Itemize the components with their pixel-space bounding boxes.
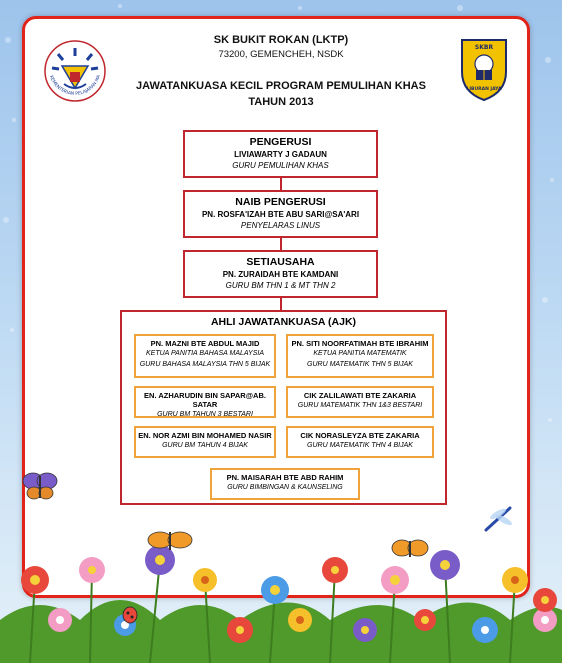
connector-line — [280, 178, 282, 190]
member-role: GURU BIMBINGAN & KAUNSELING — [227, 484, 343, 491]
pengerusi-role: GURU PEMULIHAN KHAS — [232, 161, 329, 170]
member-role: GURU BM TAHUN 4 BIJAK — [162, 442, 248, 449]
naib-name: PN. ROSFA'IZAH BTE ABU SARI@SA'ARI — [201, 210, 360, 219]
member-role-secondary: GURU BAHASA MALAYSIA THN 5 BIJAK — [139, 360, 271, 368]
svg-text:SKBR: SKBR — [475, 44, 494, 51]
member-box: PN. MAZNI BTE ABDUL MAJID KETUA PANITIA … — [134, 334, 276, 378]
setiausaha-heading: SETIAUSAHA — [246, 256, 315, 268]
naib-pengerusi-box: NAIB PENGERUSI PN. ROSFA'IZAH BTE ABU SA… — [183, 190, 378, 238]
dragonfly-icon — [484, 506, 512, 532]
setiausaha-name: PN. ZURAIDAH BTE KAMDANI — [222, 270, 339, 279]
ajk-heading: AHLI JAWATANKUASA (AJK) — [210, 316, 357, 328]
setiausaha-role: GURU BM THN 1 & MT THN 2 — [225, 281, 336, 290]
member-name: EN. NOR AZMI BIN MOHAMED NASIR — [138, 431, 272, 440]
pengerusi-heading: PENGERUSI — [249, 136, 312, 148]
setiausaha-box: SETIAUSAHA PN. ZURAIDAH BTE KAMDANI GURU… — [183, 250, 378, 298]
member-box: PN. SITI NOORFATIMAH BTE IBRAHIM KETUA P… — [286, 334, 434, 378]
ajk-box: AHLI JAWATANKUASA (AJK) PN. MAZNI BTE AB… — [120, 310, 447, 505]
member-role-secondary: GURU MATEMATIK THN 5 BIJAK — [307, 360, 413, 368]
pengerusi-name: LIVIAWARTY J GADAUN — [234, 150, 327, 159]
pengerusi-box: PENGERUSI LIVIAWARTY J GADAUN GURU PEMUL… — [183, 130, 378, 178]
program-year: TAHUN 2013 — [248, 96, 314, 108]
member-name: EN. AZHARUDIN BIN SAPAR@AB. SATAR — [144, 391, 266, 409]
member-box: EN. AZHARUDIN BIN SAPAR@AB. SATAR GURU B… — [134, 386, 276, 418]
member-role: GURU MATEMATIK THN 4 BIJAK — [307, 442, 413, 449]
connector-line — [280, 298, 282, 310]
member-name: CIK NORASLEYZA BTE ZAKARIA — [300, 431, 420, 440]
school-name: SK BUKIT ROKAN (LKTP) — [213, 34, 349, 46]
member-box: EN. NOR AZMI BIN MOHAMED NASIR GURU BM T… — [134, 426, 276, 458]
member-name: PN. MAZNI BTE ABDUL MAJID — [150, 339, 260, 348]
naib-role: PENYELARAS LINUS — [240, 221, 321, 230]
butterfly-icon — [22, 472, 58, 500]
school-address: 73200, GEMENCHEH, NSDK — [218, 49, 344, 60]
member-box: CIK NORASLEYZA BTE ZAKARIA GURU MATEMATI… — [286, 426, 434, 458]
member-role: KETUA PANITIA BAHASA MALAYSIA — [146, 350, 264, 357]
member-role: GURU BM TAHUN 3 BESTARI — [157, 411, 253, 418]
member-box: PN. MAISARAH BTE ABD RAHIM GURU BIMBINGA… — [210, 468, 360, 500]
svg-text:LIBURAN JAYA: LIBURAN JAYA — [467, 86, 502, 92]
connector-line — [280, 238, 282, 250]
member-box: CIK ZALILAWATI BTE ZAKARIA GURU MATEMATI… — [286, 386, 434, 418]
member-name: CIK ZALILAWATI BTE ZAKARIA — [303, 391, 417, 400]
member-name: PN. SITI NOORFATIMAH BTE IBRAHIM — [291, 339, 429, 348]
program-title: JAWATANKUASA KECIL PROGRAM PEMULIHAN KHA… — [136, 80, 426, 92]
ladybug-icon — [122, 606, 138, 624]
member-name: PN. MAISARAH BTE ABD RAHIM — [226, 473, 344, 482]
ministry-logo: KEMENTERIAN PELAJARAN MALAYSIA — [40, 36, 106, 102]
naib-heading: NAIB PENGERUSI — [235, 196, 326, 208]
member-role: KETUA PANITIA MATEMATIK — [313, 350, 407, 357]
school-crest-logo: SKBR LIBURAN JAYA — [461, 39, 507, 102]
member-role: GURU MATEMATIK THN 1&3 BESTARI — [297, 402, 423, 409]
